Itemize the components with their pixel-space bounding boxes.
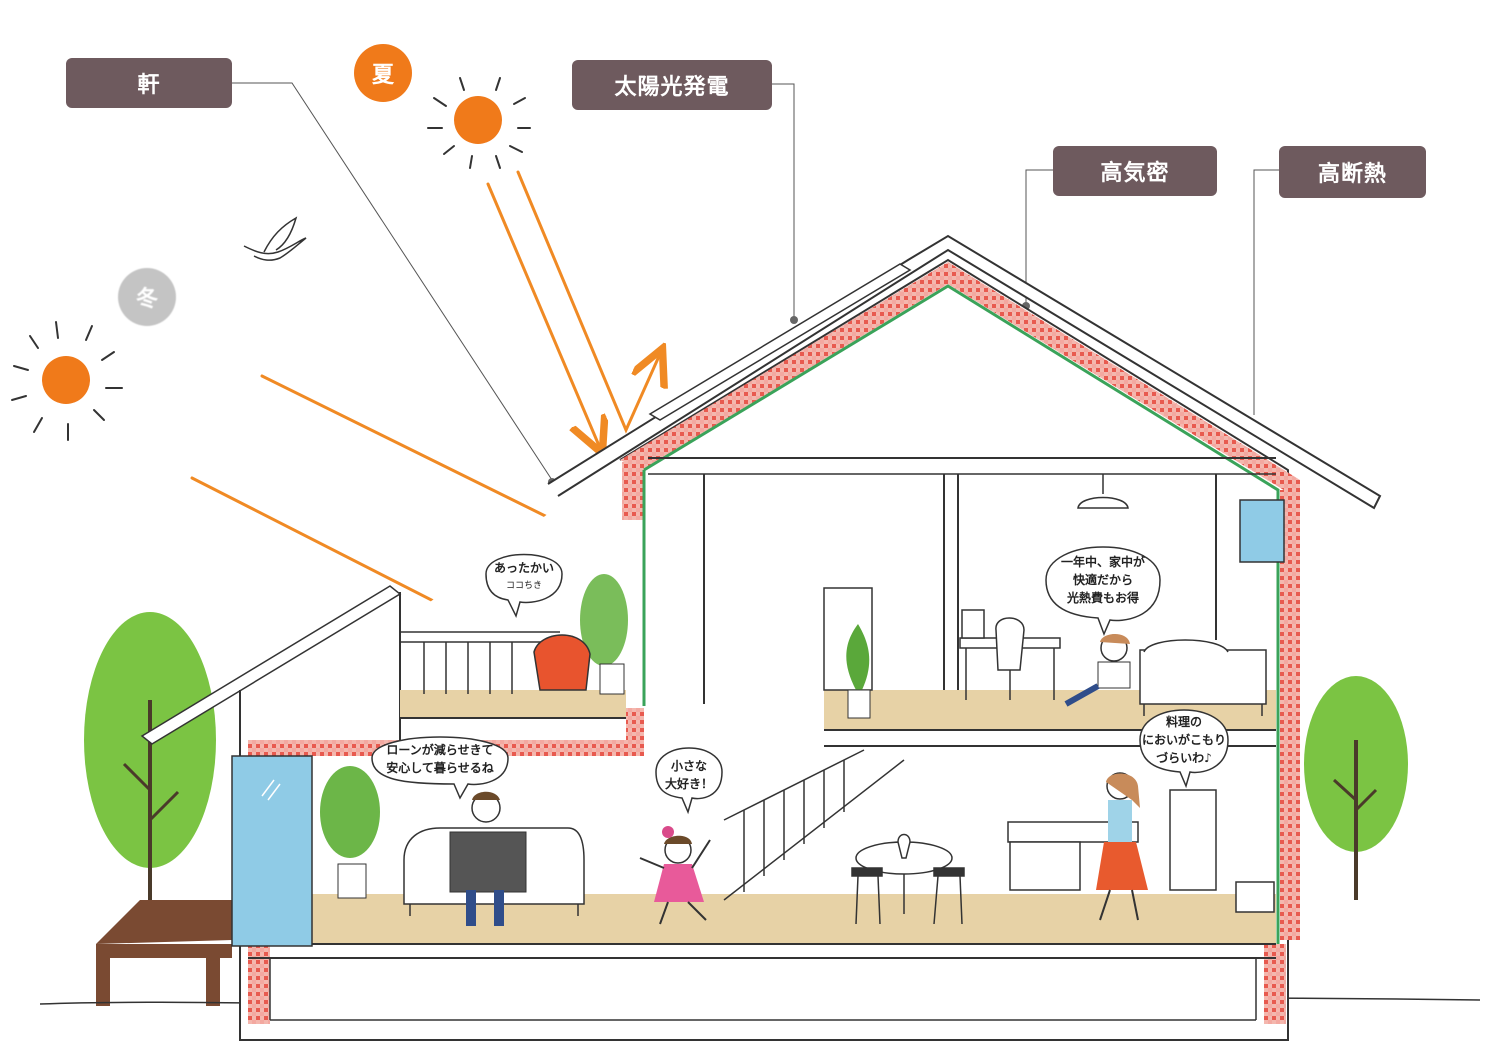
leader-lines bbox=[232, 82, 1279, 481]
solar-power-label: 太陽光発電 bbox=[572, 60, 772, 110]
bubble-kid: 小さな 大好き！ bbox=[655, 747, 723, 815]
child-icon bbox=[639, 826, 711, 925]
insulation-label: 高断熱 bbox=[1279, 146, 1426, 198]
bubble-kid-line1: 小さな bbox=[671, 758, 707, 773]
man-reading-icon bbox=[449, 791, 527, 926]
bubble-loan-line1: ローンが減らせきて bbox=[386, 742, 493, 757]
kitchen-counter-icon bbox=[1007, 789, 1217, 891]
bubble-cooking-line2: においがこもり bbox=[1142, 732, 1226, 747]
wooden-deck bbox=[96, 900, 232, 1006]
bubble-loan-line2: 安心して暮らせるね bbox=[386, 760, 493, 775]
bubble-cooking-line1: 料理の bbox=[1166, 714, 1202, 729]
winter-badge: 冬 bbox=[118, 268, 176, 326]
bubble-comfort-line1: 一年中、家中が bbox=[1061, 554, 1145, 569]
bird-icon bbox=[243, 216, 307, 261]
summer-sun-icon bbox=[427, 77, 531, 169]
bubble-comfort: 一年中、家中が 快適だから 光熱費もお得 bbox=[1045, 546, 1161, 637]
woman-icon bbox=[1096, 772, 1148, 921]
bubble-comfort-line3: 光熱費もお得 bbox=[1066, 590, 1139, 605]
plant-icon bbox=[846, 624, 871, 719]
bubble-cooking: 料理の においがこもり づらいわ♪ bbox=[1139, 709, 1229, 789]
plant-icon bbox=[580, 574, 628, 695]
bubble-loan: ローンが減らせきて 安心して暮らせるね bbox=[371, 736, 509, 800]
bubble-comfort-line2: 快適だから bbox=[1073, 572, 1133, 587]
armchair-icon bbox=[533, 634, 591, 691]
winter-sun-icon bbox=[11, 321, 123, 441]
tree-left-icon bbox=[84, 612, 216, 910]
solar-dot bbox=[790, 316, 798, 324]
dining-table-icon bbox=[851, 833, 965, 925]
plant-icon bbox=[320, 766, 380, 899]
person-relaxing-icon bbox=[1064, 634, 1131, 707]
summer-badge: 夏 bbox=[354, 44, 412, 102]
bubble-warm-line1: あったかい bbox=[494, 561, 554, 575]
bubble-warm: あったかい ココちき bbox=[485, 553, 563, 619]
eaves-label: 軒 bbox=[66, 58, 232, 108]
bubble-cooking-line3: づらいわ♪ bbox=[1156, 750, 1212, 765]
bubble-kid-line2: 大好き！ bbox=[665, 776, 713, 791]
bubble-warm-line2: ココちき bbox=[506, 580, 542, 591]
heater-icon bbox=[1235, 881, 1275, 913]
house bbox=[140, 234, 1382, 1041]
tree-right-icon bbox=[1304, 676, 1408, 900]
airtight-label: 高気密 bbox=[1053, 146, 1217, 196]
